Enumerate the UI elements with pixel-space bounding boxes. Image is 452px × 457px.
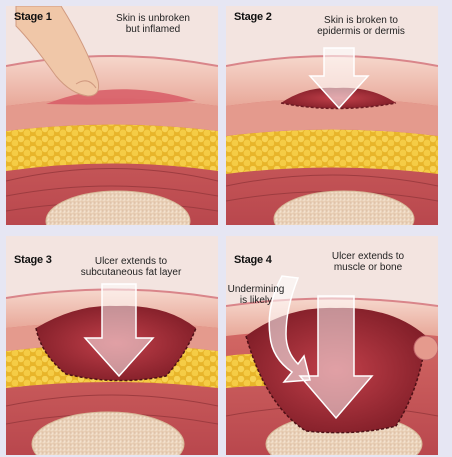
- stage-caption: Skin is broken to epidermis or dermis: [296, 15, 426, 37]
- stage-caption: Skin is unbroken but inflamed: [98, 13, 208, 35]
- stage-caption: Ulcer extends to muscle or bone: [308, 251, 428, 273]
- stage-1-panel: Stage 1 Skin is unbroken but inflamed: [6, 6, 218, 225]
- stage-label: Stage 1: [14, 11, 52, 23]
- fat-layer: [226, 130, 438, 175]
- caption-line: but inflamed: [98, 24, 208, 35]
- caption-line: epidermis or dermis: [296, 26, 426, 37]
- stage-label: Stage 4: [234, 254, 272, 266]
- caption-line: Skin is broken to: [296, 15, 426, 26]
- caption-line: Undermining: [226, 284, 288, 295]
- stage-2-panel: Stage 2 Skin is broken to epidermis or d…: [226, 6, 438, 225]
- caption-line: subcutaneous fat layer: [61, 267, 201, 278]
- caption-line: Ulcer extends to: [308, 251, 428, 262]
- stage-1-illustration: [6, 6, 218, 225]
- caption-line: muscle or bone: [308, 262, 428, 273]
- stage-4-panel: Stage 4 Ulcer extends to muscle or bone …: [226, 236, 438, 455]
- stage-3-panel: Stage 3 Ulcer extends to subcutaneous fa…: [6, 236, 218, 455]
- stage-2-illustration: [226, 6, 438, 225]
- caption-line: is likely: [226, 295, 288, 306]
- stage-label: Stage 3: [14, 254, 52, 266]
- caption-line: Skin is unbroken: [98, 13, 208, 24]
- stage-label: Stage 2: [234, 11, 272, 23]
- caption-line: Ulcer extends to: [61, 256, 201, 267]
- stage-caption: Ulcer extends to subcutaneous fat layer: [61, 256, 201, 278]
- undermining-caption: Undermining is likely: [226, 284, 288, 306]
